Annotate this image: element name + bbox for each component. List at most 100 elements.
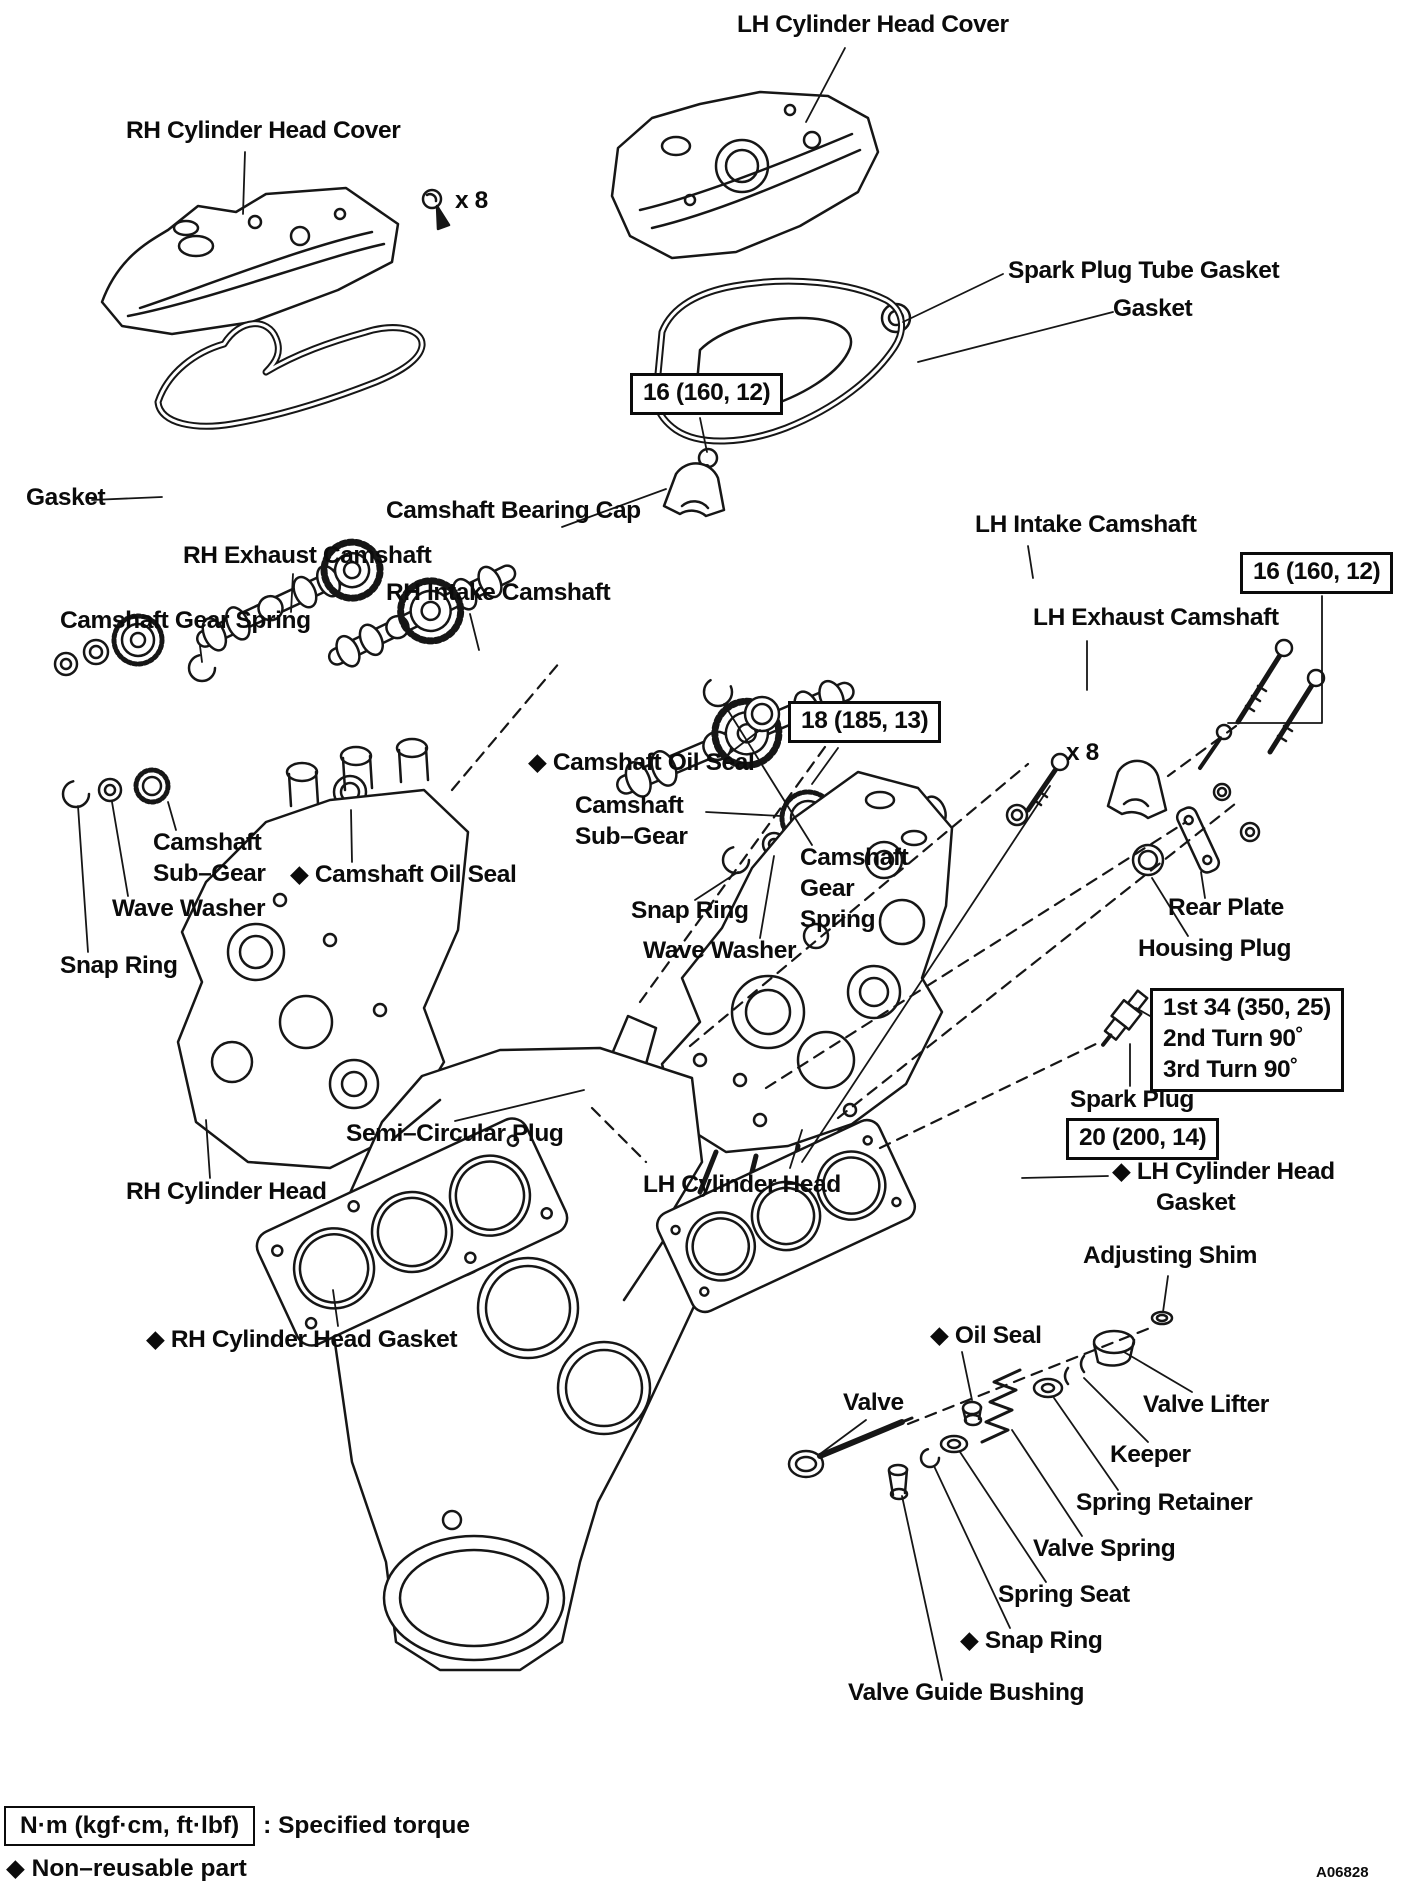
label-camshaft-gear-spring-center-text: Gear — [800, 874, 855, 902]
label-oil-seal-text: ◆ Oil Seal — [930, 1322, 1042, 1349]
label-valve-spring-text: Valve Spring — [1033, 1535, 1176, 1562]
rear-plate-drawing — [1175, 806, 1221, 874]
label-gasket-left-text: Gasket — [26, 484, 106, 511]
torque-spark-plug: 20 (200, 14) — [1066, 1118, 1220, 1160]
label-wave-washer-left-text: Wave Washer — [112, 895, 266, 922]
label-camshaft-oil-seal-left-text: ◆ Camshaft Oil Seal — [290, 861, 517, 888]
label-snap-ring-center: Snap Ring — [631, 896, 749, 927]
label-camshaft-gear-spring-center-text: Camshaft — [800, 844, 909, 871]
lh-cylinder-head-drawing — [660, 770, 954, 1199]
label-wave-washer-center-text: Wave Washer — [643, 937, 797, 964]
label-camshaft-bearing-cap-text: Camshaft Bearing Cap — [386, 497, 641, 524]
label-camshaft-sub-gear-left-text: Camshaft — [153, 829, 262, 856]
label-wave-washer-center: Wave Washer — [643, 936, 796, 967]
torque-cap-bolt-right-text: 16 (160, 12) — [1253, 558, 1381, 585]
torque-cam-gear-bolt-text: 18 (185, 13) — [801, 707, 929, 734]
label-valve-lifter: Valve Lifter — [1143, 1390, 1269, 1421]
label-rear-plate-text: Rear Plate — [1168, 894, 1284, 921]
label-lh-intake-camshaft: LH Intake Camshaft — [975, 510, 1197, 541]
camshaft-bearing-cap-drawing — [662, 462, 726, 518]
label-adjusting-shim-text: Adjusting Shim — [1083, 1242, 1258, 1269]
label-semi-circular-plug: Semi–Circular Plug — [346, 1119, 564, 1150]
label-housing-plug-text: Housing Plug — [1138, 935, 1292, 962]
rh-cover-gasket-drawing — [154, 320, 426, 430]
label-semi-circular-plug-text: Semi–Circular Plug — [346, 1120, 564, 1147]
label-wave-washer-left: Wave Washer — [112, 894, 265, 925]
torque-head-bolt-sequence-text: 3rd Turn 90˚ — [1163, 1055, 1298, 1083]
rh-head-gasket-drawing — [255, 1117, 569, 1347]
label-spark-plug-tube-gasket: Spark Plug Tube Gasket — [1008, 256, 1280, 287]
torque-head-bolt-sequence-text: 2nd Turn 90˚ — [1163, 1024, 1304, 1052]
label-lh-cylinder-head-gasket-text: ◆ LH Cylinder Head — [1112, 1158, 1335, 1185]
label-snap-ring-left: Snap Ring — [60, 951, 178, 982]
label-bolt-count-top: x 8 — [455, 186, 488, 217]
label-bolt-count-right-text: x 8 — [1066, 739, 1099, 766]
label-camshaft-sub-gear-center-text: Camshaft — [575, 792, 684, 819]
torque-cap-bolt-right: 16 (160, 12) — [1240, 552, 1394, 594]
torque-cover-bolt-text: 16 (160, 12) — [643, 379, 771, 406]
label-oil-seal: ◆ Oil Seal — [930, 1321, 1042, 1352]
cover-screw-drawing — [421, 188, 451, 231]
label-gasket-right-text: Gasket — [1113, 295, 1193, 322]
leader-lines — [77, 47, 1323, 1681]
camshaft-bearing-cap-right-drawing — [1106, 759, 1168, 820]
valve-oil-seal-drawing — [961, 1400, 983, 1427]
valve-spring-drawing — [980, 1368, 1022, 1444]
snap-ring-left-drawing — [61, 779, 91, 809]
assembly-axis-lines — [450, 660, 1242, 1426]
label-gasket-right: Gasket — [1113, 294, 1193, 325]
label-lh-exhaust-camshaft-text: LH Exhaust Camshaft — [1033, 604, 1279, 631]
label-camshaft-gear-spring-center-text: Spring — [800, 905, 876, 933]
lh-cylinder-head-cover-drawing — [610, 90, 880, 260]
valve-drawing — [787, 1416, 914, 1479]
label-rh-intake-camshaft-text: RH Intake Camshaft — [386, 579, 611, 606]
torque-units-box: N·m (kgf·cm, ft·lbf) — [4, 1806, 256, 1846]
spring-retainer-drawing — [1032, 1377, 1064, 1399]
camshaft-sub-gear-left-drawing — [53, 613, 165, 677]
label-camshaft-sub-gear-left-text: Sub–Gear — [153, 859, 266, 887]
valve-lifter-drawing — [1092, 1329, 1136, 1367]
label-rh-intake-camshaft: RH Intake Camshaft — [386, 578, 611, 609]
keeper-drawing — [1063, 1354, 1086, 1386]
spark-plug-drawing — [1101, 989, 1149, 1047]
label-rh-cylinder-head-gasket-text: ◆ RH Cylinder Head Gasket — [146, 1326, 458, 1353]
label-snap-ring-center-text: Snap Ring — [631, 897, 749, 924]
label-valve-text: Valve — [843, 1389, 904, 1416]
label-camshaft-gear-spring-left-text: Camshaft Gear Spring — [60, 607, 311, 634]
wave-washer-left-drawing — [97, 777, 123, 803]
non-reusable-legend: ◆ Non–reusable part — [6, 1855, 247, 1882]
rh-exhaust-camshaft-drawing — [196, 538, 384, 652]
camshaft-gear-spring-left-drawing — [187, 653, 217, 683]
head-bolts-right-drawing — [1005, 638, 1326, 843]
label-spring-seat: Spring Seat — [998, 1580, 1130, 1611]
label-rh-cylinder-head-cover-text: RH Cylinder Head Cover — [126, 117, 401, 144]
spring-seat-drawing — [939, 1434, 969, 1454]
label-rh-cylinder-head-text: RH Cylinder Head — [126, 1178, 327, 1205]
label-camshaft-oil-seal-center: ◆ Camshaft Oil Seal — [528, 748, 755, 779]
rh-cylinder-head-cover-drawing — [100, 186, 400, 336]
label-valve-guide-bushing: Valve Guide Bushing — [848, 1678, 1085, 1709]
label-camshaft-gear-spring-left: Camshaft Gear Spring — [60, 606, 311, 637]
lh-head-gasket-drawing — [655, 1118, 917, 1314]
label-valve: Valve — [843, 1388, 904, 1419]
label-snap-ring-bottom: ◆ Snap Ring — [960, 1626, 1103, 1657]
label-lh-cylinder-head-cover-text: LH Cylinder Head Cover — [737, 11, 1009, 38]
label-rh-exhaust-camshaft-text: RH Exhaust Camshaft — [183, 542, 432, 569]
label-rear-plate: Rear Plate — [1168, 893, 1284, 924]
label-lh-cylinder-head-cover: LH Cylinder Head Cover — [737, 10, 1009, 41]
label-lh-exhaust-camshaft: LH Exhaust Camshaft — [1033, 603, 1279, 634]
label-spark-plug: Spark Plug — [1070, 1085, 1194, 1116]
torque-legend-text: : Specified torque — [263, 1812, 471, 1839]
label-valve-lifter-text: Valve Lifter — [1143, 1391, 1269, 1418]
label-keeper-text: Keeper — [1110, 1441, 1191, 1468]
label-lh-cylinder-head-text: LH Cylinder Head — [643, 1171, 841, 1198]
label-keeper: Keeper — [1110, 1440, 1191, 1471]
label-camshaft-sub-gear-center-text: Sub–Gear — [575, 822, 688, 850]
sub-gear-washer-left-drawing — [133, 767, 171, 805]
label-camshaft-oil-seal-center-text: ◆ Camshaft Oil Seal — [528, 749, 755, 776]
